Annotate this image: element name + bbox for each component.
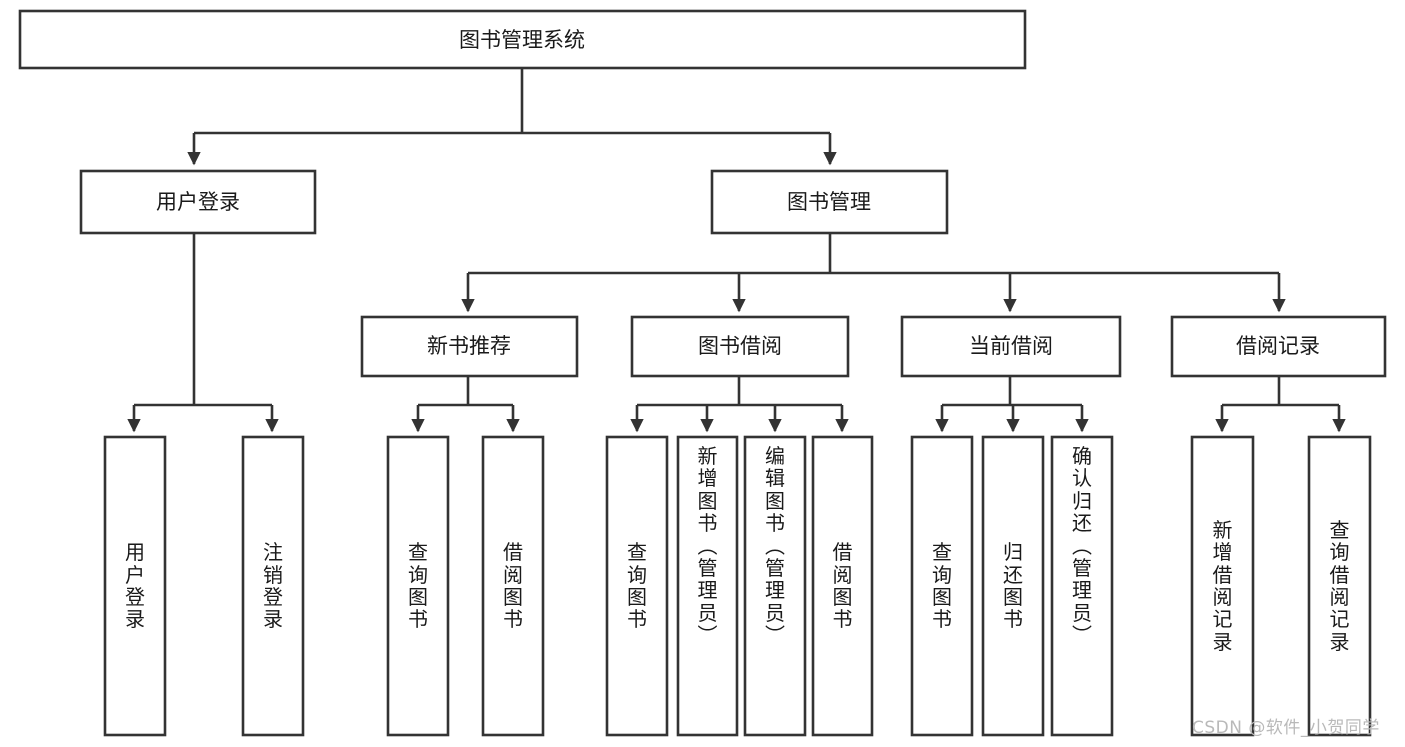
node-borrow-record[interactable]: 借阅记录: [1170, 315, 1387, 378]
connector-bookmanage-to-level3: [461, 233, 1286, 313]
leaf-box-user-login[interactable]: [103, 435, 167, 737]
node-current-borrow[interactable]: 当前借阅: [900, 315, 1122, 378]
leaf-box-user-logout[interactable]: [241, 435, 305, 737]
csdn-watermark: CSDN @软件_小贺同学: [1192, 718, 1380, 738]
leaf-boxes: [103, 435, 1372, 737]
node-book-borrow[interactable]: 图书借阅: [630, 315, 850, 378]
leaf-box-query-book-1[interactable]: [386, 435, 450, 737]
leaf-box-query-book-3[interactable]: [910, 435, 974, 737]
leaf-box-query-record[interactable]: [1307, 435, 1372, 737]
connector-newbook-to-leaves: [411, 376, 520, 433]
node-user-login[interactable]: 用户登录: [79, 169, 317, 235]
leaf-box-borrow-book-1[interactable]: [481, 435, 545, 737]
node-root-label: 图书管理系统: [459, 28, 585, 52]
leaf-box-confirm-return[interactable]: [1050, 435, 1114, 737]
node-book-borrow-label: 图书借阅: [698, 334, 782, 358]
connector-bookborrow-to-leaves: [630, 376, 849, 433]
node-root[interactable]: 图书管理系统: [18, 9, 1027, 70]
connector-root-to-level2: [187, 69, 837, 166]
node-book-manage[interactable]: 图书管理: [710, 169, 949, 235]
connector-currentborrow-to-leaves: [935, 376, 1089, 433]
node-new-book-rec-label: 新书推荐: [427, 334, 511, 358]
leaf-box-add-record[interactable]: [1190, 435, 1255, 737]
node-user-login-label: 用户登录: [156, 190, 240, 214]
node-book-manage-label: 图书管理: [787, 190, 871, 214]
leaf-box-query-book-2[interactable]: [605, 435, 669, 737]
node-new-book-rec[interactable]: 新书推荐: [360, 315, 579, 378]
node-borrow-record-label: 借阅记录: [1236, 334, 1320, 358]
leaf-box-borrow-book-2[interactable]: [811, 435, 874, 737]
connector-borrowrecord-to-leaves: [1215, 376, 1346, 433]
connector-userlogin-to-leaves: [127, 233, 279, 433]
leaf-box-edit-book[interactable]: [743, 435, 807, 737]
leaf-box-add-book[interactable]: [676, 435, 739, 737]
node-current-borrow-label: 当前借阅: [969, 334, 1053, 358]
leaf-box-return-book[interactable]: [981, 435, 1045, 737]
